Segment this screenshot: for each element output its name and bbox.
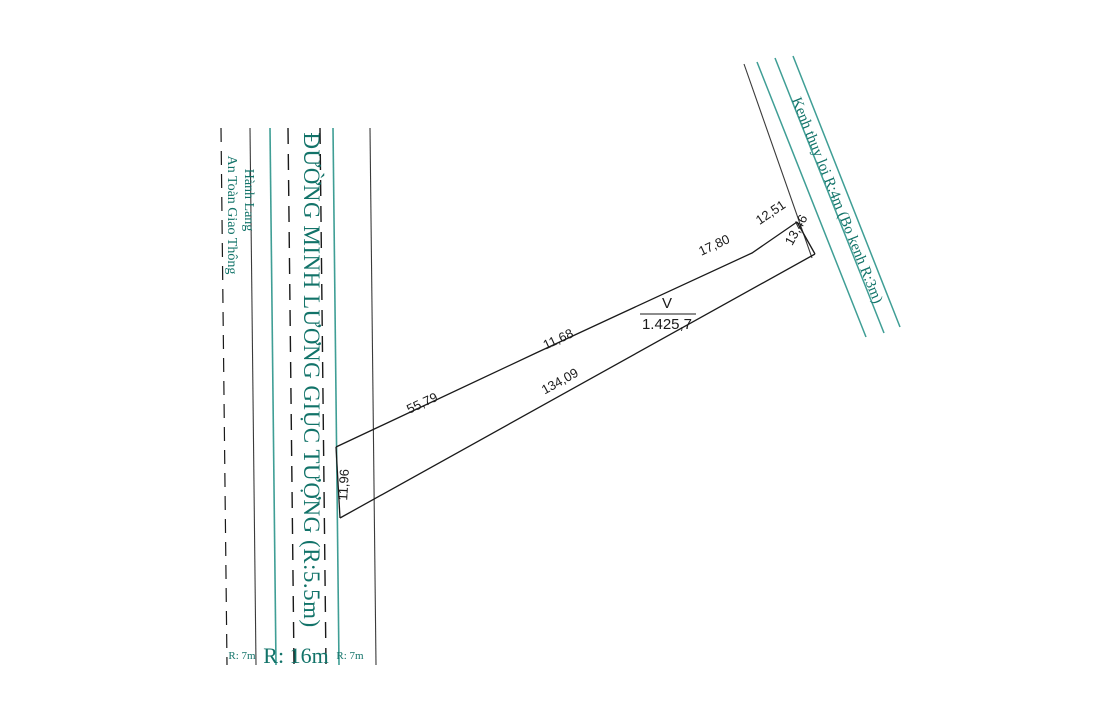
dimension-north-seg-4: 12,51	[753, 197, 788, 228]
road-width-legend-group: R: 7m R: 16m R: 7m	[228, 643, 364, 668]
corridor-left-dashed-boundary	[220, 127, 228, 666]
canal-label: Kenh thuy loi R:4m (Bo kenh R:3m)	[788, 95, 886, 306]
legend-right-setback: R: 7m	[336, 650, 364, 662]
dimension-labels-group: 11,96 55,79 11,68 17,80 12,51 13,46 134,…	[335, 197, 810, 501]
parcel-edge-north	[335, 221, 798, 448]
road-left-outer-solid-line	[249, 127, 257, 666]
road-right-dashed-centerline	[319, 127, 327, 666]
road-name-label: ĐƯỜNG MINH LƯƠNG GIỤC TƯỢNG (R:5.5m)	[299, 132, 325, 627]
canal-text-label-group: Kenh thuy loi R:4m (Bo kenh R:3m)	[788, 95, 886, 306]
legend-road-width: R: 16m	[263, 643, 328, 668]
canal-group	[743, 55, 901, 338]
dimension-west-frontage: 11,96	[335, 469, 352, 501]
road-text-labels-group: ĐƯỜNG MINH LƯƠNG GIỤC TƯỢNG (R:5.5m) Hàn…	[224, 132, 325, 627]
parcel-edge-west-frontage	[335, 446, 341, 519]
parcel-number-roman: V	[662, 295, 672, 312]
legend-left-setback: R: 7m	[228, 650, 256, 662]
canal-bank-line-2	[774, 57, 885, 334]
parcel-outline-group	[335, 221, 816, 519]
dimension-south-edge: 134,09	[539, 365, 581, 397]
dimension-north-seg-1: 55,79	[404, 389, 440, 416]
canal-bank-line-1	[756, 61, 867, 338]
road-right-teal-edge	[332, 127, 340, 666]
canal-bank-line-3	[792, 55, 901, 328]
canal-dark-reference-line	[743, 63, 813, 259]
corridor-label-line-2: An Toàn Giao Thông	[224, 156, 239, 275]
road-corridor-group	[220, 127, 377, 666]
dimension-north-seg-2: 11,68	[541, 325, 576, 352]
parcel-edge-east	[796, 221, 816, 255]
road-right-outer-solid-line	[369, 127, 377, 666]
dimension-north-seg-3: 17,80	[696, 231, 732, 258]
parcel-area-value: 1.425,7	[642, 316, 692, 333]
parcel-area-annotation: V 1.425,7	[640, 295, 696, 333]
road-left-dashed-centerline	[287, 127, 295, 666]
corridor-label-line-1: Hành Lang	[241, 169, 256, 232]
road-left-teal-edge	[269, 127, 277, 666]
parcel-edge-south	[339, 253, 816, 519]
